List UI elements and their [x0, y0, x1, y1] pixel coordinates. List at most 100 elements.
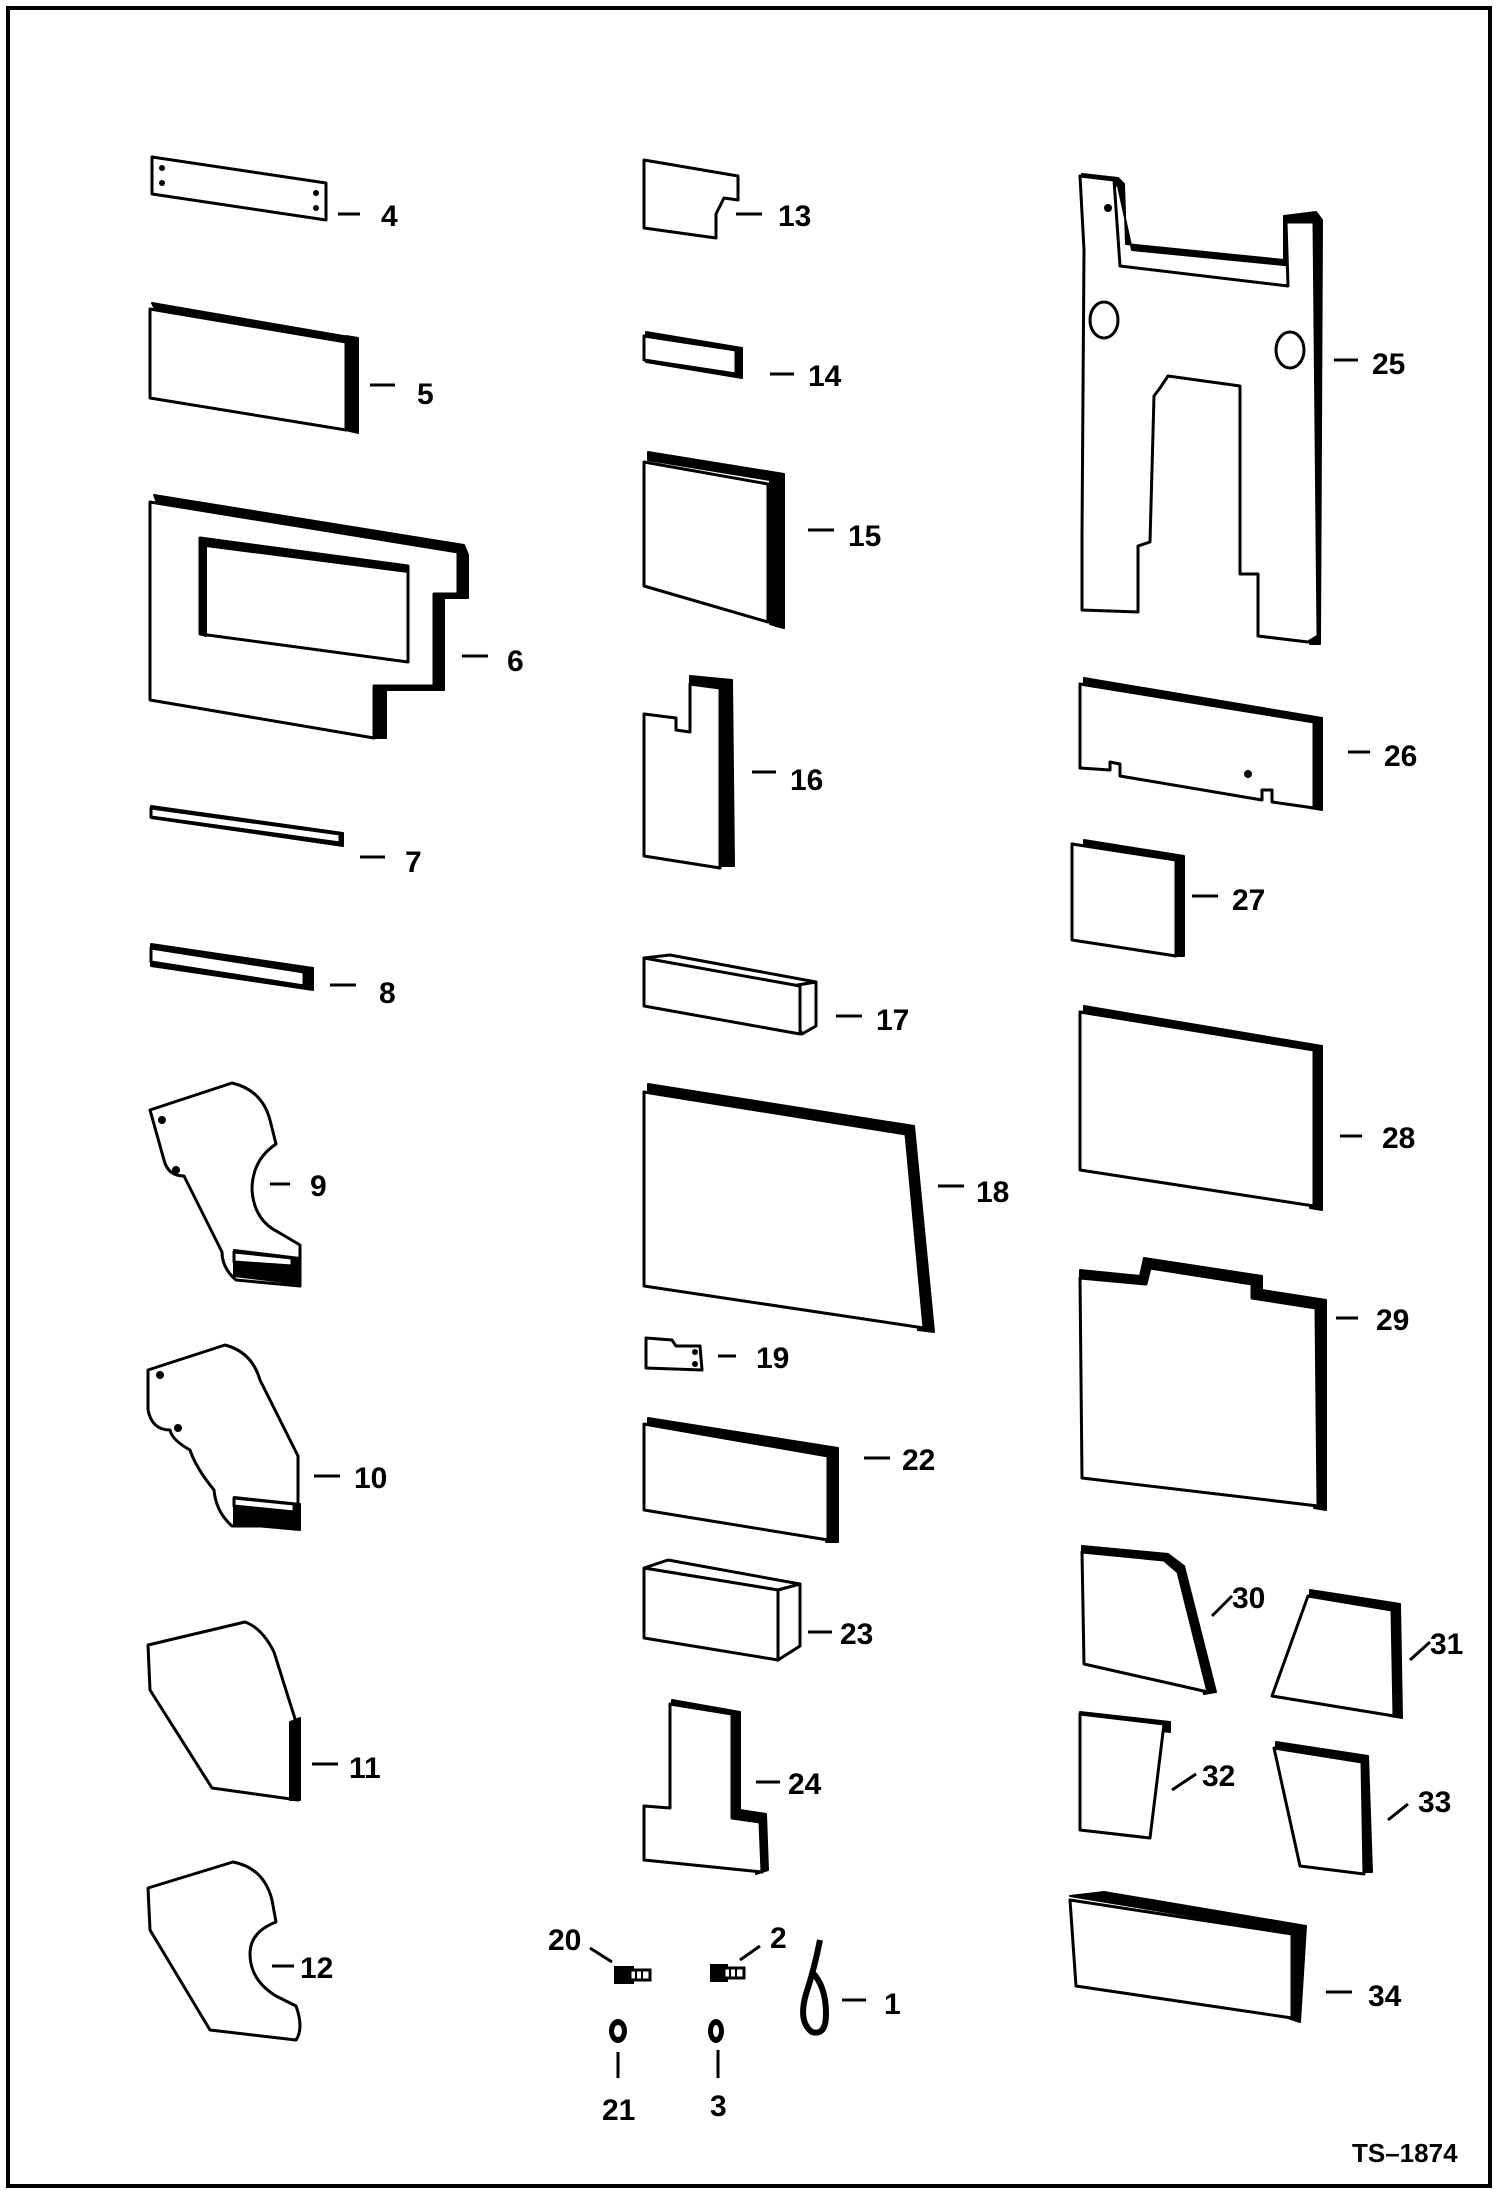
callout-27: 27 [1232, 884, 1265, 917]
nut-icon [609, 2019, 627, 2043]
part-29: 29 [1078, 1257, 1409, 1511]
bolt-icon [614, 1966, 652, 1984]
part-12: 12 [146, 1860, 333, 2042]
part-16: 16 [642, 675, 823, 870]
foam-panel-icon [1078, 1266, 1320, 1508]
callout-17: 17 [876, 1004, 909, 1037]
part-21: 21 [602, 2019, 635, 2127]
part-8: 8 [149, 943, 396, 1010]
part-25: 25 [1078, 173, 1405, 645]
part-34: 34 [1068, 1891, 1402, 2023]
callout-22: 22 [902, 1444, 935, 1477]
callout-30: 30 [1232, 1582, 1265, 1615]
callout-14: 14 [808, 360, 842, 393]
foam-panel-icon [1078, 1010, 1316, 1208]
callout-34: 34 [1368, 1980, 1402, 2013]
part-31: 31 [1270, 1589, 1463, 1719]
foam-block-icon [642, 460, 770, 624]
diagram-border [6, 6, 1492, 2188]
part-28: 28 [1078, 1005, 1415, 1211]
part-22: 22 [642, 1417, 935, 1543]
foam-strip-icon [149, 806, 342, 845]
foam-pad-icon [148, 307, 348, 432]
part-3: 3 [708, 2019, 727, 2123]
foam-pad-icon [642, 334, 738, 376]
foam-panel-icon [1078, 174, 1320, 644]
callout-7: 7 [405, 846, 422, 879]
part-14: 14 [642, 331, 842, 393]
callout-12: 12 [300, 1952, 333, 1985]
callout-28: 28 [1382, 1122, 1415, 1155]
foam-pad-icon [1070, 842, 1178, 958]
foam-pad-icon [1078, 682, 1316, 810]
part-4: 4 [150, 155, 398, 233]
part-13: 13 [642, 158, 811, 240]
callout-21: 21 [602, 2094, 635, 2127]
part-26: 26 [1078, 677, 1417, 811]
foam-shape-icon [148, 1081, 302, 1288]
foam-shape-icon [1270, 1594, 1396, 1718]
callout-25: 25 [1372, 348, 1405, 381]
part-18: 18 [642, 1083, 1009, 1333]
part-9: 9 [148, 1081, 327, 1288]
foam-shape-icon [146, 1620, 300, 1802]
foam-panel-icon [642, 1090, 926, 1330]
callout-5: 5 [417, 378, 434, 411]
foam-shape-icon [642, 158, 740, 240]
plate-icon [644, 1336, 704, 1372]
foam-shape-icon [146, 1860, 302, 2042]
callout-8: 8 [379, 977, 396, 1010]
part-17: 17 [642, 953, 909, 1037]
part-6: 6 [148, 494, 524, 740]
callout-1: 1 [884, 1988, 901, 2021]
callout-23: 23 [840, 1618, 873, 1651]
foam-block-icon [642, 1566, 780, 1662]
foam-pad-icon [642, 1422, 830, 1542]
callout-20: 20 [548, 1924, 581, 1957]
callout-24: 24 [788, 1768, 822, 1801]
nut-icon [708, 2019, 724, 2043]
part-27: 27 [1070, 839, 1265, 958]
callout-19: 19 [756, 1342, 789, 1375]
callout-15: 15 [848, 520, 881, 553]
foam-block-icon [1068, 1898, 1294, 2020]
foam-shape-icon [1272, 1746, 1366, 1876]
part-15: 15 [642, 451, 881, 629]
foam-block-icon [642, 956, 802, 1036]
part-1: 1 [800, 1939, 901, 2036]
part-11: 11 [146, 1620, 381, 1802]
part-23: 23 [642, 1558, 873, 1662]
part-33: 33 [1272, 1741, 1451, 1876]
cable-tie-icon [800, 1939, 830, 2036]
part-7: 7 [149, 805, 422, 879]
callout-9: 9 [310, 1170, 327, 1203]
callout-33: 33 [1418, 1786, 1451, 1819]
foam-shape-icon [1080, 1550, 1210, 1694]
callout-16: 16 [790, 764, 823, 797]
callout-13: 13 [778, 200, 811, 233]
document-number: TS–1874 [1352, 2138, 1458, 2168]
foam-block-icon [642, 682, 722, 870]
part-10: 10 [146, 1343, 387, 1531]
bolt-icon [710, 1964, 746, 1982]
part-24: 24 [642, 1699, 822, 1875]
callout-26: 26 [1384, 740, 1417, 773]
foam-shape-icon [146, 1343, 300, 1528]
callout-6: 6 [507, 645, 524, 678]
part-19: 19 [644, 1336, 789, 1375]
plate-icon [150, 155, 328, 222]
callout-29: 29 [1376, 1304, 1409, 1337]
part-20: 20 [548, 1924, 652, 1984]
callout-32: 32 [1202, 1760, 1235, 1793]
callout-18: 18 [976, 1176, 1009, 1209]
callout-4: 4 [381, 200, 398, 233]
foam-shape-icon [642, 1702, 764, 1874]
callout-10: 10 [354, 1462, 387, 1495]
callout-3: 3 [710, 2090, 727, 2123]
foam-strip-icon [149, 946, 306, 988]
callout-2: 2 [770, 1922, 787, 1955]
callout-11: 11 [349, 1752, 381, 1785]
part-5: 5 [148, 302, 434, 434]
part-30: 30 [1080, 1545, 1265, 1695]
